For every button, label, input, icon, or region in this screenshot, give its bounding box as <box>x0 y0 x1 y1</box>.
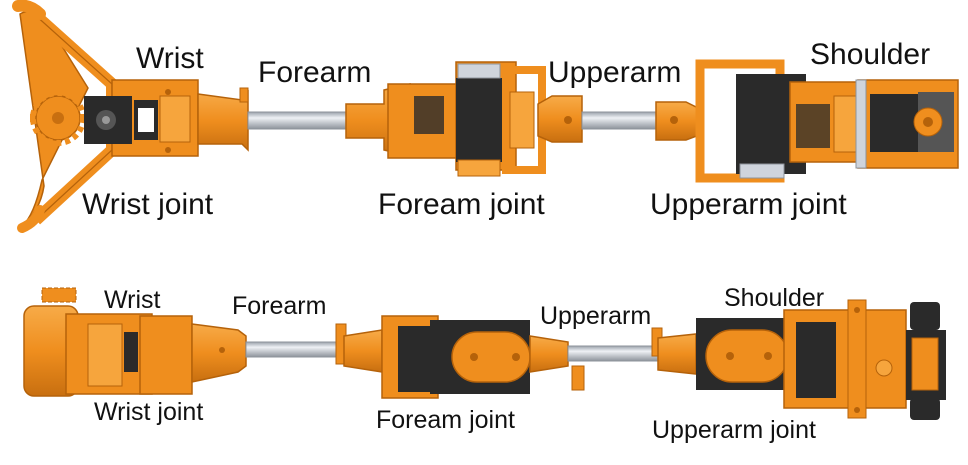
side-upperarm-rod <box>567 345 659 362</box>
top-forearm-rod <box>247 111 347 130</box>
label-shoulder-side: Shoulder <box>724 284 825 312</box>
top-upperarm-joint <box>695 59 861 183</box>
side-forearm-joint <box>335 315 585 399</box>
side-forearm-rod <box>245 341 343 358</box>
label-forearm-joint-side: Foream joint <box>376 406 515 434</box>
side-gripper <box>23 287 193 397</box>
side-wrist-cone <box>191 323 247 383</box>
label-forearm-top: Forearm <box>258 56 372 89</box>
label-shoulder-top: Shoulder <box>810 38 931 71</box>
label-wrist-joint-side: Wrist joint <box>94 398 204 426</box>
top-view-arm <box>12 0 959 233</box>
top-wrist-servo <box>84 79 199 157</box>
side-shoulder <box>783 299 946 420</box>
side-view-arm <box>23 287 946 420</box>
label-forearm-joint-top: Foream joint <box>378 188 545 221</box>
label-wrist-top: Wrist <box>136 42 204 75</box>
top-upperarm-rod <box>581 111 659 130</box>
label-upperarm-joint-side: Upperarm joint <box>652 416 816 444</box>
label-upperarm-top: Upperarm <box>548 56 682 89</box>
top-upperarm-collar-left <box>537 95 583 143</box>
top-gripper-gear <box>30 90 86 146</box>
label-wrist-side: Wrist <box>104 286 161 314</box>
side-upperarm-joint <box>651 318 796 390</box>
label-upperarm-joint-top: Upperarm joint <box>650 188 847 221</box>
label-forearm-side: Forearm <box>232 292 327 320</box>
label-wrist-joint-top: Wrist joint <box>82 188 214 221</box>
label-upperarm-side: Upperarm <box>540 302 652 330</box>
top-forearm-joint <box>345 61 546 177</box>
top-upperarm-collar-right <box>655 101 703 141</box>
top-shoulder <box>855 79 959 169</box>
